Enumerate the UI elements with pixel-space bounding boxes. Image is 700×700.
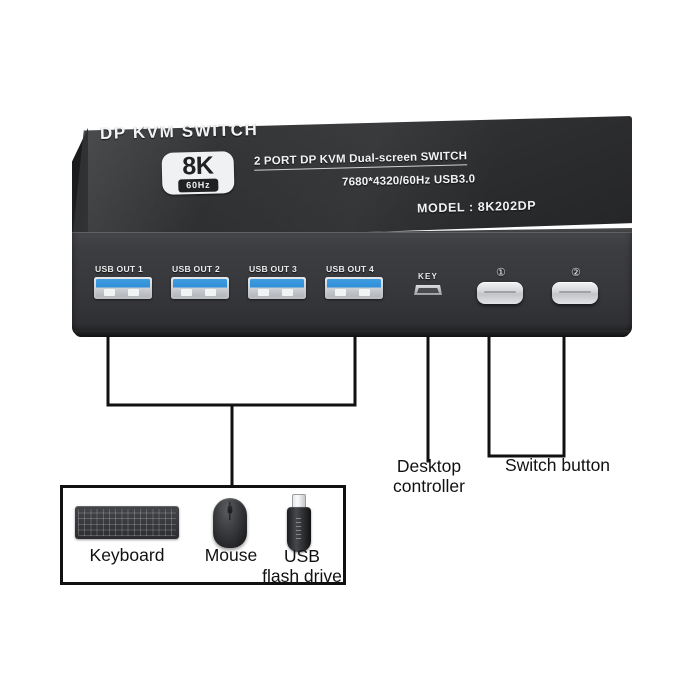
key-port-label: KEY bbox=[418, 272, 439, 281]
mouse-label: Mouse bbox=[204, 545, 258, 565]
keyboard-icon bbox=[75, 506, 179, 539]
switch-button-bracket-line bbox=[487, 335, 566, 458]
desktop-controller-caption-line-2: controller bbox=[393, 476, 465, 497]
usb-out-1-label: USB OUT 1 bbox=[95, 264, 144, 274]
usb-out-4-port[interactable] bbox=[325, 277, 383, 299]
usb-bracket-line bbox=[106, 335, 357, 407]
keyboard-label: Keyboard bbox=[89, 545, 165, 565]
desktop-controller-caption: Desktop controller bbox=[368, 456, 490, 496]
switch-button-2[interactable] bbox=[552, 282, 598, 304]
usb-out-2-port[interactable] bbox=[171, 277, 229, 299]
usb-flash-drive-label-line-1: USB bbox=[284, 546, 320, 566]
usb-flash-drive-icon bbox=[287, 494, 311, 552]
switch-button-2-marker: ② bbox=[571, 267, 581, 279]
mouse-icon bbox=[213, 498, 247, 548]
usb-flash-drive-label-line-2: flash drive bbox=[262, 566, 342, 587]
usb-flash-drive-label: USB flash drive bbox=[259, 546, 345, 586]
desktop-controller-caption-line-1: Desktop bbox=[396, 456, 462, 476]
switch-button-1[interactable] bbox=[477, 282, 523, 304]
peripherals-box: Keyboard Mouse USB flash drive bbox=[60, 485, 346, 586]
usb-out-1-port[interactable] bbox=[94, 277, 152, 299]
usb-out-3-label: USB OUT 3 bbox=[249, 264, 298, 274]
switch-button-caption: Switch button bbox=[504, 455, 611, 475]
usb-out-2-label: USB OUT 2 bbox=[172, 264, 221, 274]
switch-button-1-marker: ① bbox=[496, 267, 506, 279]
key-micro-usb-port[interactable] bbox=[414, 285, 442, 295]
device-left-face bbox=[72, 128, 88, 248]
device-base-strip bbox=[74, 330, 630, 337]
usb-out-3-port[interactable] bbox=[248, 277, 306, 299]
usb-out-4-label: USB OUT 4 bbox=[326, 264, 375, 274]
